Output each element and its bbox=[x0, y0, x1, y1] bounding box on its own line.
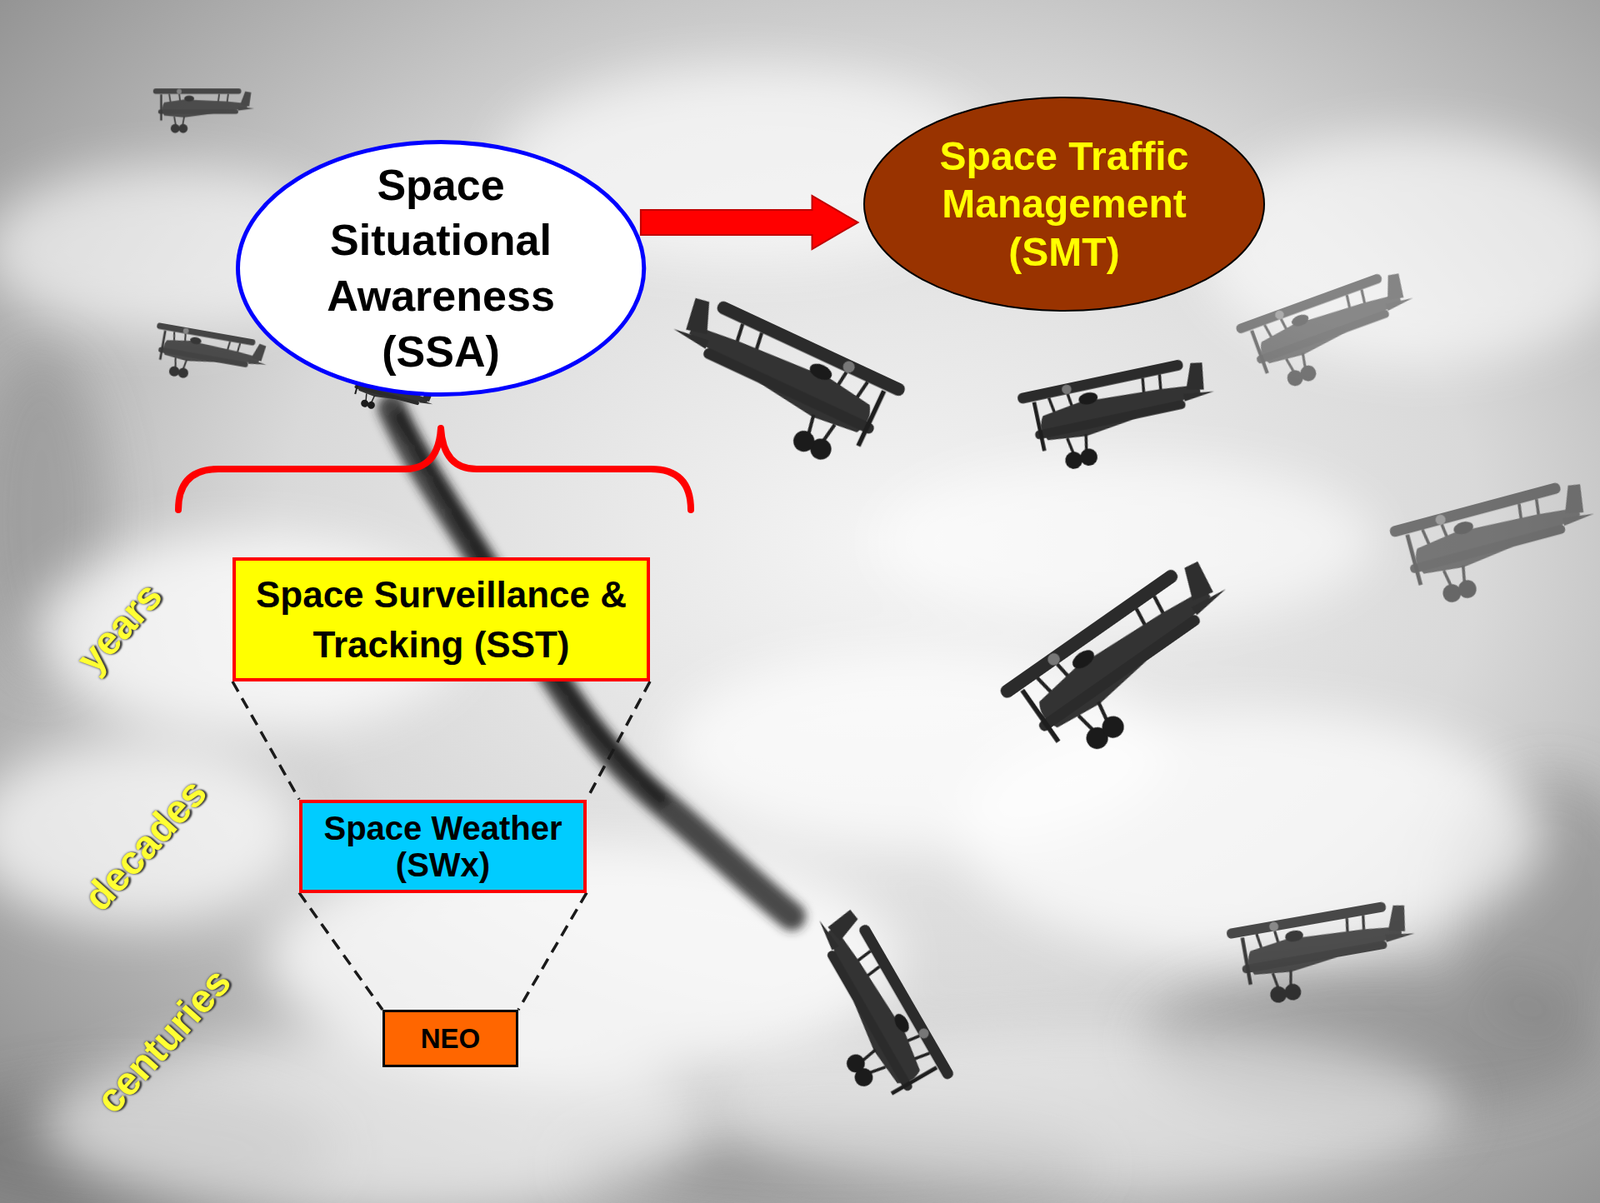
biplane bbox=[153, 88, 255, 133]
biplane bbox=[149, 322, 271, 392]
node-text: Space Traffic Management (SMT) bbox=[930, 132, 1198, 277]
cloud bbox=[1200, 133, 1600, 367]
ellipse-shape bbox=[864, 97, 1265, 311]
dashed-funnel-line bbox=[518, 893, 587, 1011]
dark-ground-patches bbox=[0, 350, 1600, 1203]
node-text: Space Surveillance & Tracking (SST) bbox=[245, 570, 638, 670]
cloud bbox=[958, 708, 1542, 959]
component-box: Space Weather (SWx) bbox=[299, 800, 587, 894]
text-group: Space Weather (SWx) bbox=[318, 810, 569, 884]
text-group: Space Situational Awareness (SSA) bbox=[307, 157, 575, 380]
component-box: NEO bbox=[382, 1010, 519, 1068]
biplane bbox=[1225, 897, 1423, 1010]
dashed-funnel-line bbox=[232, 681, 300, 800]
node-text: Space Situational Awareness (SSA) bbox=[307, 157, 575, 380]
text-group: Space Surveillance & Tracking (SST) bbox=[245, 570, 638, 670]
dashed-funnel-line bbox=[586, 681, 650, 800]
node-text: NEO bbox=[420, 1022, 481, 1056]
biplane bbox=[1016, 354, 1225, 478]
falling-biplane bbox=[776, 900, 955, 1120]
biplane bbox=[998, 550, 1260, 779]
cloud bbox=[0, 741, 300, 925]
text-group: Space Traffic Management (SMT) bbox=[930, 132, 1198, 277]
concept-ellipse: Space Traffic Management (SMT) bbox=[863, 96, 1265, 312]
biplane bbox=[1235, 265, 1428, 399]
text-group: NEO bbox=[420, 1022, 481, 1056]
concept-ellipse: Space Situational Awareness (SSA) bbox=[235, 140, 646, 397]
cloud bbox=[708, 1025, 1459, 1192]
cloud bbox=[875, 458, 1375, 625]
block-arrow bbox=[640, 195, 859, 250]
node-text: Space Weather (SWx) bbox=[318, 810, 569, 884]
curly-brace bbox=[178, 428, 691, 510]
clouds bbox=[0, 66, 1600, 1203]
biplane bbox=[1388, 475, 1600, 614]
dashed-funnel-line bbox=[299, 893, 383, 1011]
biplane bbox=[649, 286, 907, 480]
component-box: Space Surveillance & Tracking (SST) bbox=[232, 557, 650, 682]
ellipse-shape bbox=[237, 142, 644, 395]
